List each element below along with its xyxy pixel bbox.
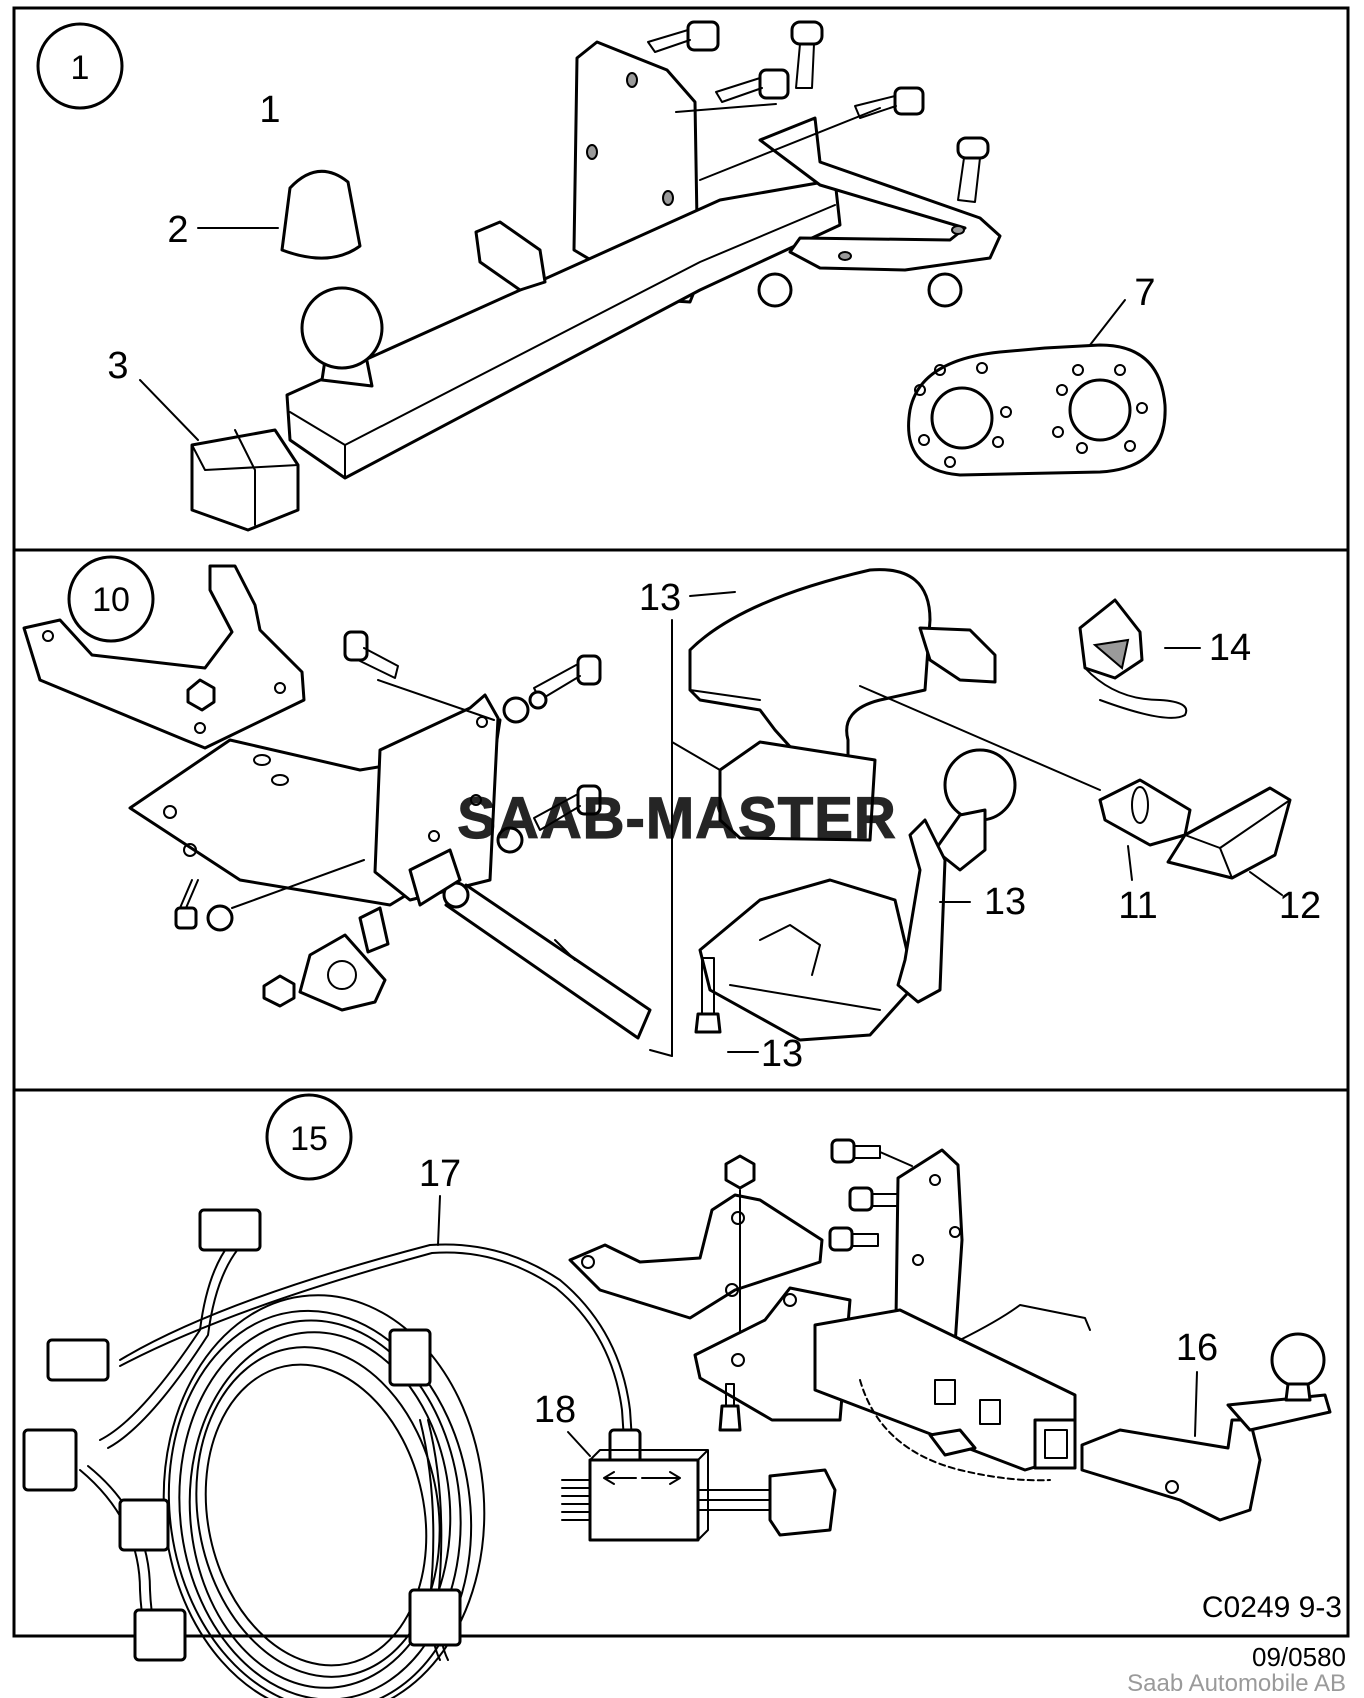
tow-ball [300,286,384,370]
screw [694,1012,722,1034]
section-1: 1 [36,20,1167,532]
diagram-frame [12,6,1350,1638]
upper-bracket [22,564,306,750]
gasket [298,933,387,1012]
release-lever [896,818,947,1004]
callout-2: 2 [167,209,188,251]
section-number: 15 [290,1120,328,1158]
callout-1: 1 [259,89,280,131]
control-module [561,1449,837,1542]
section-badge [67,555,155,643]
callout-14: 14 [1209,627,1251,669]
housing-cover [688,568,932,782]
bolt-group [647,20,990,308]
section-10: 10 [22,555,1321,1075]
callout-13-mid: 13 [984,881,1026,923]
section-badge [36,22,124,110]
callout-13-top: 13 [639,577,681,619]
callout-18: 18 [534,1389,576,1431]
ball-cap [280,169,362,260]
section-number: 1 [71,49,90,87]
section-badge [265,1093,353,1181]
rubber-block [1166,786,1292,880]
callout-11: 11 [1118,885,1157,927]
doc-number: 09/0580 [1252,1642,1346,1672]
tow-ball [1270,1332,1326,1388]
section-number: 10 [92,581,130,619]
section-15: 15 [22,1093,1342,1698]
housing-base [698,878,917,1042]
bolt-group [174,630,602,1008]
company-name: Saab Automobile AB [1127,1670,1346,1697]
callout-17: 17 [419,1153,461,1195]
bolt-group [828,1138,913,1252]
coupling-block [718,740,877,842]
mounting-bracket [568,1193,824,1320]
vertical-plate [373,693,500,902]
callout-13-bottom: 13 [761,1033,803,1075]
drawing-code: C0249 9-3 [1202,1591,1342,1624]
tow-bar [1080,1418,1262,1522]
retaining-clip [1078,598,1144,680]
wiring-harness [22,1208,642,1698]
callout-16: 16 [1176,1327,1218,1369]
callout-7: 7 [1134,272,1155,314]
watermark: SAAB-MASTER [457,786,897,851]
release-rod [444,883,652,1040]
callout-12: 12 [1279,885,1321,927]
callout-3: 3 [107,345,128,387]
socket-cover [190,428,300,532]
